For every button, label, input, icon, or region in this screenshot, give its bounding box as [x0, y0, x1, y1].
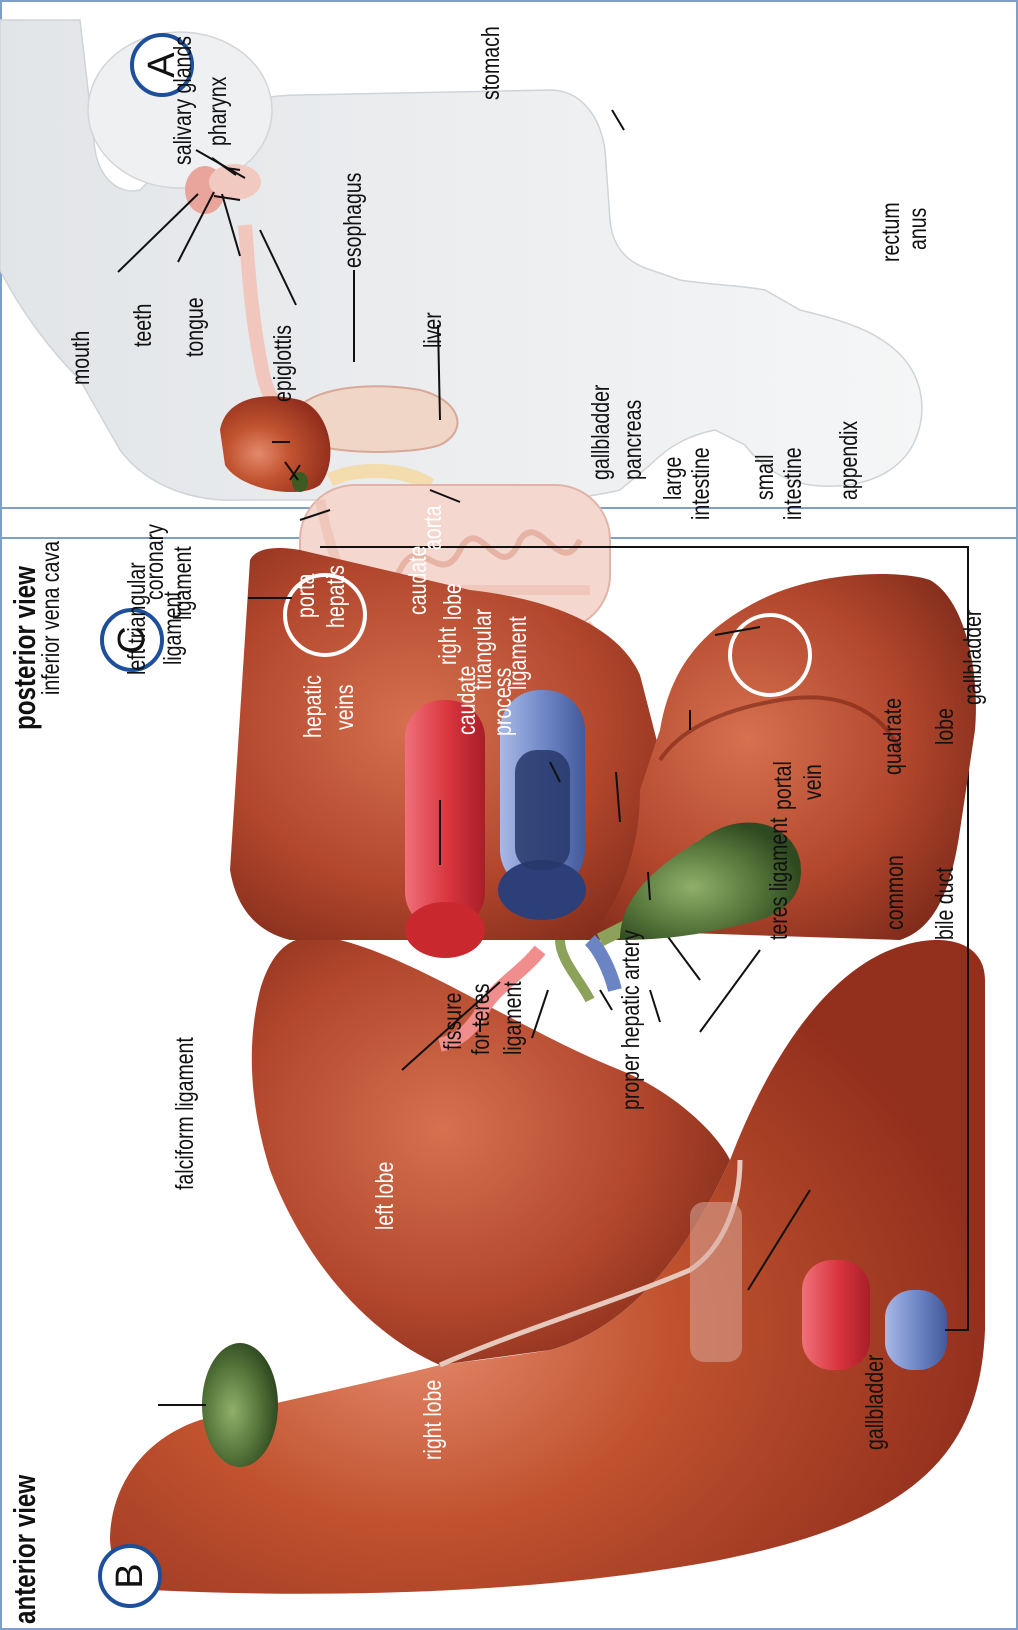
- label-gallbladder-c: gallbladder: [960, 610, 987, 705]
- label-portal-vein-1: portal: [770, 761, 797, 810]
- label-gallbladder-b: gallbladder: [862, 1355, 889, 1450]
- label-right-triangular-2: triangular: [470, 609, 497, 690]
- label-appendix: appendix: [836, 421, 863, 500]
- label-aorta-c: aorta: [420, 506, 447, 550]
- label-teres-ligament: teres ligament: [766, 818, 793, 940]
- label-rectum: rectum: [878, 202, 905, 262]
- label-teeth: teeth: [130, 304, 157, 347]
- panel-b-badge: B: [98, 1544, 162, 1608]
- label-left-lobe: left lobe: [372, 1162, 399, 1230]
- label-falciform-ligament: falciform ligament: [172, 1037, 199, 1190]
- label-quadrate-lobe-2: lobe: [932, 708, 959, 745]
- label-fissure-2: for teres: [468, 983, 495, 1055]
- falciform-band: [690, 1202, 742, 1362]
- label-right-lobe: right lobe: [420, 1380, 447, 1460]
- label-epiglottis: epiglottis: [270, 325, 297, 402]
- label-small-intestine-2: intestine: [780, 447, 807, 520]
- label-mouth: mouth: [68, 331, 95, 385]
- ivc-stub-anterior: [885, 1290, 947, 1370]
- label-salivary-glands: salivary glands: [170, 36, 197, 165]
- label-large-intestine-2: intestine: [688, 447, 715, 520]
- label-coronary-ligament-2: ligament: [170, 546, 197, 620]
- label-right-triangular-1: right: [435, 627, 462, 665]
- label-large-intestine-1: large: [660, 457, 687, 500]
- gallbladder-anterior: [202, 1343, 278, 1467]
- label-proper-hepatic-artery: proper hepatic artery: [618, 930, 645, 1110]
- label-portal-vein-2: vein: [800, 764, 827, 800]
- bile-duct-shape: [560, 940, 590, 1000]
- label-tongue: tongue: [182, 297, 209, 357]
- label-small-intestine-1: small: [752, 454, 779, 500]
- label-caudate-lobe-1: caudate: [405, 546, 432, 615]
- label-right-triangular-3: ligament: [505, 616, 532, 690]
- label-fissure-1: fissure: [440, 993, 467, 1050]
- label-stomach: stomach: [478, 26, 505, 100]
- label-quadrate-lobe-1: quadrate: [880, 698, 907, 775]
- label-liver-a: liver: [420, 312, 447, 348]
- anterior-view-title: anterior view: [8, 1475, 41, 1624]
- aorta-posterior-opening: [405, 902, 485, 958]
- aorta-stub-anterior: [802, 1260, 870, 1370]
- label-coronary-ligament-1: coronary: [142, 524, 169, 600]
- label-pancreas: pancreas: [620, 400, 647, 480]
- hepatic-veins-openings: [515, 750, 570, 870]
- label-esophagus: esophagus: [340, 173, 367, 268]
- label-inferior-vena-cava: inferior vena cava: [38, 541, 65, 695]
- label-porta-hepatis-2: hepatis: [323, 565, 350, 628]
- label-gallbladder-a: gallbladder: [588, 385, 615, 480]
- label-porta-hepatis-1: porta: [293, 574, 320, 618]
- label-aorta-b: aorta: [169, 1241, 196, 1285]
- label-fissure-3: ligament: [500, 981, 527, 1055]
- label-anus: anus: [905, 208, 932, 250]
- label-common-bile-duct-2: bile duct: [932, 867, 959, 940]
- label-caudate-lobe-2: lobe: [440, 583, 467, 620]
- label-hepatic-veins-1: hepatic: [300, 675, 327, 738]
- portal-vein-shape: [590, 940, 615, 990]
- label-pharynx: pharynx: [205, 77, 232, 146]
- label-common-bile-duct-1: common: [882, 855, 909, 930]
- label-hepatic-veins-2: veins: [332, 684, 359, 730]
